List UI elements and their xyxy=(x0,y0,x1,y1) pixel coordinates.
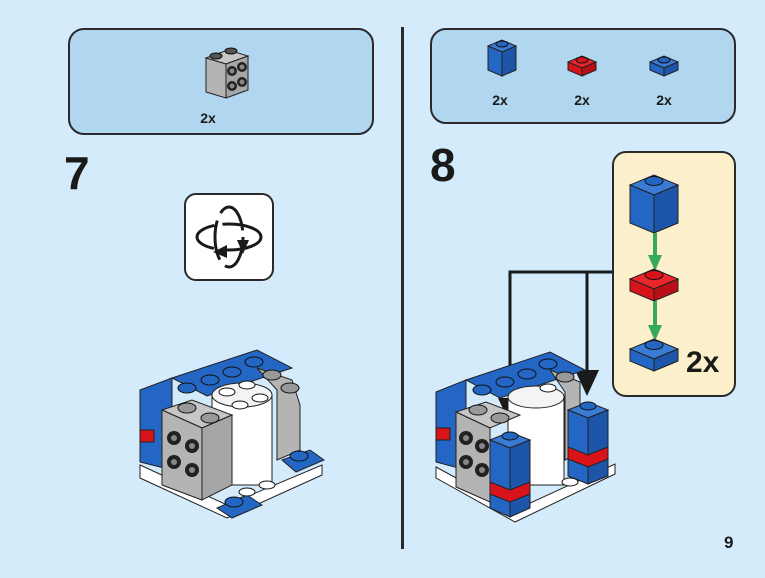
step7-parts-box: 2x xyxy=(68,28,374,135)
green-arrow-icon xyxy=(648,301,662,341)
step8-parts-box: 2x 2x 2x xyxy=(430,28,736,124)
step8-number: 8 xyxy=(430,139,456,191)
subassembly-qty: 2x xyxy=(686,346,720,379)
step-divider xyxy=(401,27,404,549)
red-plate-1x1-icon xyxy=(566,55,598,77)
blue-brick-1x1-icon xyxy=(486,39,518,77)
new-blue-stack-right xyxy=(566,401,610,485)
step8-part3-qty: 2x xyxy=(656,92,672,108)
step8-part2-qty: 2x xyxy=(574,92,590,108)
blue-brick-1x1-icon xyxy=(628,174,680,234)
step8-part1-qty: 2x xyxy=(492,92,508,108)
arrow-down-icon xyxy=(575,370,599,396)
green-arrow-icon xyxy=(648,233,662,271)
step7-number: 7 xyxy=(64,147,90,199)
new-blue-stack-front xyxy=(488,431,532,518)
step8-model-illustration xyxy=(435,351,616,523)
gray-brick-side-studs-icon xyxy=(204,47,250,99)
blue-plate-1x1-icon xyxy=(648,55,680,77)
rotate-model-box xyxy=(184,193,274,281)
red-plate-1x1-icon xyxy=(628,268,680,302)
step7-model-illustration xyxy=(139,349,326,519)
blue-plate-1x1-icon xyxy=(628,338,680,372)
page-number: 9 xyxy=(724,533,734,552)
rotate-model-icon xyxy=(195,205,263,269)
subassembly-callout xyxy=(612,151,736,397)
step7-part-qty: 2x xyxy=(200,110,216,126)
